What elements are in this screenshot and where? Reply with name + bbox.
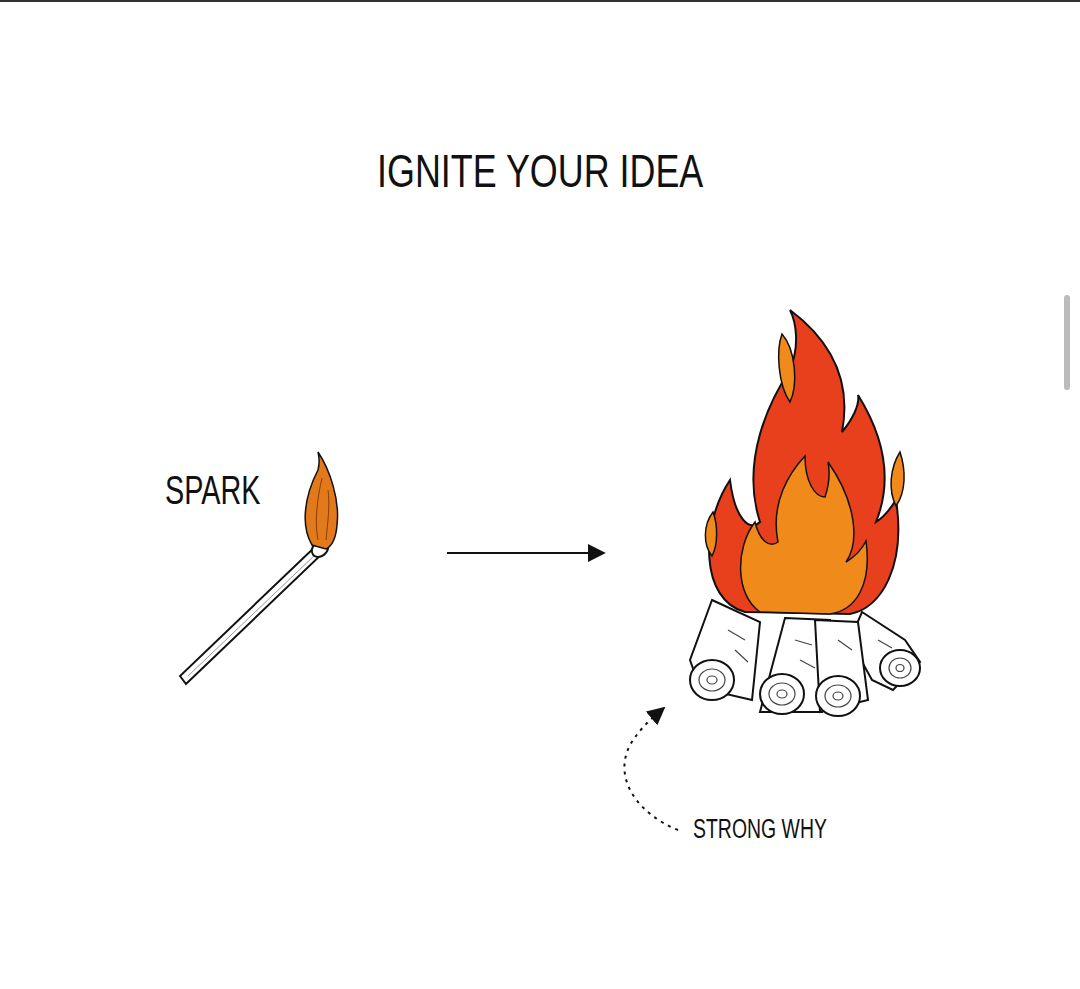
scrollbar bbox=[1064, 295, 1070, 390]
campfire bbox=[690, 310, 920, 716]
why-label: STRONG WHY bbox=[693, 816, 827, 843]
flow-arrow bbox=[447, 552, 604, 554]
spark-label: SPARK bbox=[165, 470, 261, 510]
top-rule bbox=[0, 0, 1080, 2]
diagram-title: IGNITE YOUR IDEA bbox=[377, 148, 703, 194]
callout-leader bbox=[624, 708, 678, 830]
